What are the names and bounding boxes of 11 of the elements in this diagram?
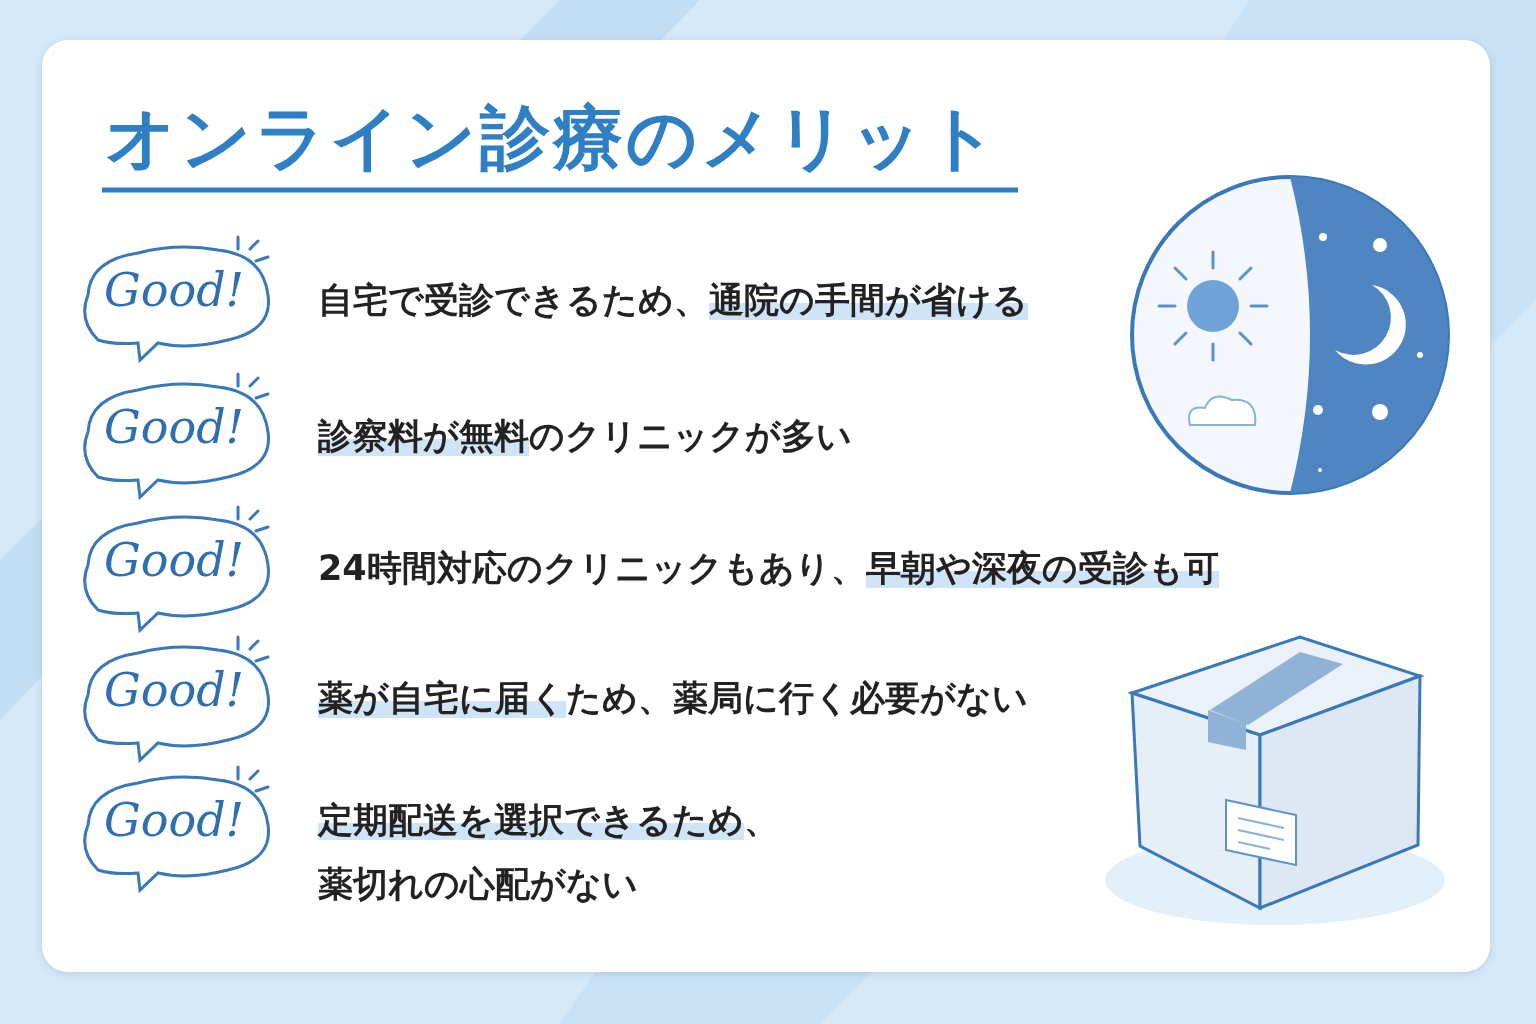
bubble-text: Good! xyxy=(104,400,245,454)
bubble-text: Good! xyxy=(104,263,245,317)
benefit-text: 自宅で受診できるため、通院の手間が省ける xyxy=(318,279,1028,322)
bubble-text: Good! xyxy=(104,533,245,587)
bubble-text: Good! xyxy=(104,793,245,847)
title: オンライン診療のメリット xyxy=(105,96,1001,181)
benefit-text: 定期配送を選択できるため、薬切れの心配がない xyxy=(318,799,780,906)
benefit-text: 薬が自宅に届くため、薬局に行く必要がない xyxy=(318,677,1028,720)
bubble-text: Good! xyxy=(104,663,245,717)
benefit-text: 診察料が無料のクリニックが多い xyxy=(318,415,852,458)
benefit-text: 24時間対応のクリニックもあり、早朝や深夜の受診も可 xyxy=(318,547,1219,590)
